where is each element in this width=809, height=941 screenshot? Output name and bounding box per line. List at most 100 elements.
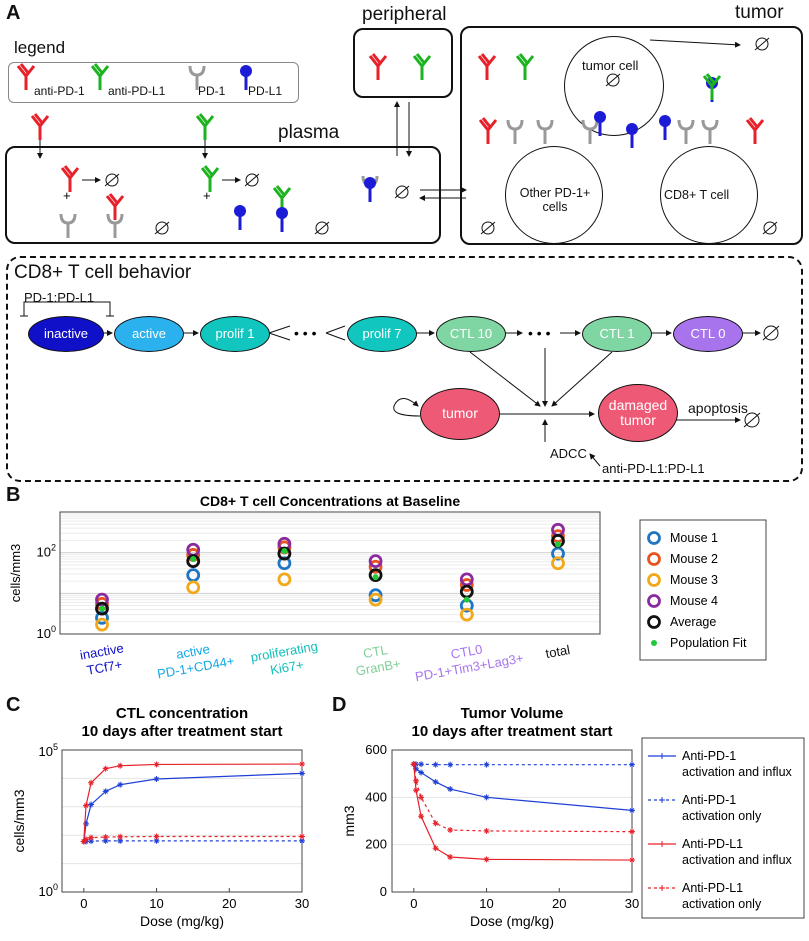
legend-marker: [647, 552, 661, 566]
x-tick-label: CTL0: [450, 641, 484, 661]
legend-label: Mouse 1: [670, 531, 718, 545]
x-tick-label: 20: [222, 896, 236, 911]
legend-label: activation and influx: [682, 853, 793, 867]
legend-label: Anti-PD-L1: [682, 837, 743, 851]
data-point: [153, 776, 160, 783]
data-point: [629, 828, 635, 835]
data-point: [483, 761, 490, 768]
x-tick-label: CTL: [362, 642, 389, 661]
data-point: [299, 833, 305, 840]
x-tick-label: 10: [479, 896, 493, 911]
series-line: [413, 763, 633, 811]
data-point: [102, 788, 109, 795]
data-point: [483, 794, 490, 801]
data-point: [186, 580, 201, 595]
data-point: [186, 554, 201, 569]
data-point: [153, 761, 160, 768]
chart-d-subtitle: 10 days after treatment start: [412, 723, 613, 740]
data-point: [413, 787, 419, 794]
y-axis-label: mm3: [341, 805, 357, 836]
other-pd1-cell: [505, 146, 603, 244]
state-prolif-7: prolif 7: [347, 316, 417, 352]
y-axis-label: cells/mm3: [8, 544, 23, 603]
data-point: [629, 807, 635, 814]
legend-marker: [659, 885, 665, 891]
plot-frame: [61, 749, 303, 893]
plasma-box: [5, 146, 441, 244]
data-point: [277, 572, 292, 587]
x-tick-label: 20: [552, 896, 566, 911]
apoptosis-label: apoptosis: [688, 400, 748, 416]
data-point: [483, 856, 490, 863]
series-line: [413, 764, 633, 861]
tumor-compartment-label: tumor: [735, 2, 784, 23]
legend-label: Mouse 3: [670, 573, 718, 587]
data-point: [551, 556, 565, 571]
data-point: [459, 578, 474, 592]
data-point: [432, 820, 439, 827]
x-tick-label: 0: [80, 896, 87, 911]
state-ctl-0: CTL 0: [673, 316, 743, 352]
legend-anti-pd1: anti-PD-1: [34, 84, 85, 98]
panel-c-label: C: [6, 694, 21, 716]
data-point: [117, 762, 124, 769]
data-point: [117, 837, 124, 844]
data-point: [117, 781, 124, 788]
receptor-icon: [188, 65, 206, 90]
data-point: [102, 834, 109, 841]
data-point: [432, 778, 439, 785]
data-point: [95, 610, 109, 625]
legend-label: Population Fit: [670, 636, 747, 650]
y-tick-label: 100: [37, 624, 56, 641]
y-axis-label: cells/mm3: [11, 789, 27, 852]
data-point: [88, 834, 95, 841]
legend-label: activation only: [682, 809, 762, 823]
legend-icons: [16, 63, 252, 90]
legend-label: Anti-PD-1: [682, 749, 736, 763]
data-point: [432, 845, 439, 852]
y-tick-label: 400: [365, 789, 387, 804]
y-tick-label: 200: [365, 837, 387, 852]
data-point: [299, 770, 305, 777]
data-point: [88, 838, 95, 845]
ligand-icon: [240, 65, 252, 90]
data-point: [368, 559, 383, 574]
legend-box: [8, 62, 299, 103]
data-point: [368, 592, 383, 607]
data-point: [418, 769, 425, 776]
legend-marker: [647, 615, 661, 629]
cd8-flow-arrows: • • • • • •: [20, 301, 780, 467]
tumor-compartment-box: [460, 26, 803, 245]
adcc-label: ADCC: [550, 446, 587, 461]
legend-marker: [651, 640, 657, 646]
data-point: [629, 761, 635, 768]
series-line: [83, 772, 303, 842]
data-point: [83, 802, 89, 809]
data-point: [368, 568, 383, 583]
x-tick-label: 10: [149, 896, 163, 911]
x-axis-label: Dose (mg/kg): [140, 913, 224, 929]
legend-marker: [647, 531, 661, 545]
data-point: [418, 794, 425, 801]
legend-label: activation and influx: [682, 765, 793, 779]
x-tick-label: 0: [410, 896, 417, 911]
legend-label: activation only: [682, 897, 762, 911]
plot-frame: [59, 511, 601, 635]
data-point: [281, 547, 288, 554]
y-tick-label: 105: [39, 742, 58, 759]
x-tick-label: GranB+: [355, 656, 402, 679]
data-point: [88, 779, 95, 786]
panel-a-label: A: [6, 2, 21, 24]
data-point: [83, 820, 89, 827]
panel-d-label: D: [332, 694, 347, 716]
data-point: [117, 833, 124, 840]
legend-frame: [639, 519, 767, 661]
y-tick-label: 600: [365, 742, 387, 757]
adcc-source-label: anti-PD-L1:PD-L1: [602, 461, 705, 476]
state-prolif-1: prolif 1: [200, 316, 270, 352]
legend-label: Average: [670, 615, 716, 629]
data-point: [102, 765, 109, 772]
svg-text:• • •: • • •: [294, 325, 317, 341]
legend-pd1: PD-1: [198, 84, 226, 98]
